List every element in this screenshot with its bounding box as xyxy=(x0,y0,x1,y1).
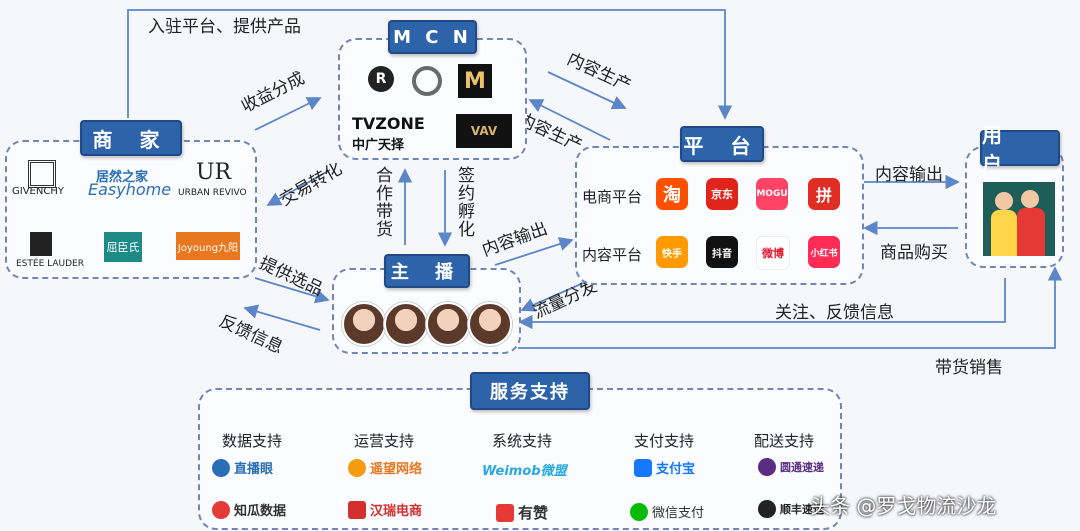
zhigua-icon xyxy=(212,500,230,519)
service-col-pay-title: 支付支持 xyxy=(634,432,695,450)
flow-label-cooperative-sales: 合作带货 xyxy=(372,166,392,238)
service-logo-youzan: 有赞 xyxy=(496,502,548,523)
service-logo-sf: 顺丰速运 xyxy=(758,500,824,518)
service-box xyxy=(198,388,842,530)
flow-label-sign-incubate: 签约孵化 xyxy=(454,166,474,238)
service-logo-hanrui: 汉瑞电商 xyxy=(348,500,422,519)
sf-icon xyxy=(758,500,776,518)
yaowang-icon xyxy=(348,458,366,477)
weibo-icon: 微博 xyxy=(756,236,790,270)
service-col-data-title: 数据支持 xyxy=(222,432,283,450)
kuaishou-icon: 快手 xyxy=(656,236,688,268)
service-logo-zhigua: 知瓜数据 xyxy=(212,500,286,519)
anchor-header: 主 播 xyxy=(384,254,470,288)
mcn-brand-tvzone: TVZONE xyxy=(352,114,425,133)
service-logo-wechatpay: 微信支付 xyxy=(630,502,704,521)
anchor-avatar-4 xyxy=(468,302,512,346)
merchant-brand-joyoung: Joyoung九阳 xyxy=(176,232,240,260)
estee-logo xyxy=(30,232,52,256)
mogu-icon: MOGU xyxy=(756,178,788,210)
zhiboyan-icon xyxy=(212,458,230,477)
flow-label-sales: 带货销售 xyxy=(935,358,1003,378)
xiaohongshu-icon: 小红书 xyxy=(808,236,840,268)
flow-label-follow-feedback: 关注、反馈信息 xyxy=(775,303,894,323)
yto-icon xyxy=(758,458,776,476)
taobao-icon: 淘 xyxy=(656,178,688,210)
mcn-logo-ring xyxy=(412,66,442,96)
service-logo-weimob: Weimob微盟 xyxy=(482,464,567,479)
merchant-brand-juran: 居然之家 xyxy=(96,170,149,185)
watermark: 头条 @罗戈物流沙龙 xyxy=(810,494,997,518)
jd-icon: 京东 xyxy=(706,178,738,210)
service-logo-alipay: 支付宝 xyxy=(634,458,695,477)
merchant-header: 商 家 xyxy=(80,120,182,156)
ur-logo: UR xyxy=(196,160,232,185)
anchor-avatar-1 xyxy=(342,302,386,346)
service-logo-yaowang: 遥望网络 xyxy=(348,458,422,477)
anchor-avatar-3 xyxy=(426,302,470,346)
service-col-system-title: 系统支持 xyxy=(492,432,553,450)
service-col-delivery-title: 配送支持 xyxy=(754,432,815,450)
mcn-logo-m: M xyxy=(458,64,492,98)
service-col-ops-title: 运营支持 xyxy=(354,432,415,450)
merchant-brand-watsons: 屈臣氏 xyxy=(104,232,142,262)
anchor-avatar-2 xyxy=(384,302,428,346)
service-header: 服务支持 xyxy=(470,372,590,410)
merchant-brand-ur: URBAN REVIVO xyxy=(178,188,247,198)
flow-label-content-output-2: 内容输出 xyxy=(875,165,943,185)
wechatpay-icon xyxy=(630,502,648,521)
service-logo-yto: 圆通速递 xyxy=(758,458,824,476)
merchant-brand-givenchy: GIVENCHY xyxy=(12,186,64,197)
mcn-logo-r: R xyxy=(368,66,394,92)
pinduoduo-icon: 拼 xyxy=(808,178,840,210)
platform-content-label: 内容平台 xyxy=(582,246,643,264)
douyin-icon: 抖音 xyxy=(706,236,738,268)
hanrui-icon xyxy=(348,500,366,519)
user-header: 用 户 xyxy=(980,123,1060,176)
platform-ecommerce-label: 电商平台 xyxy=(582,188,643,206)
mcn-header: M C N xyxy=(388,20,477,54)
service-logo-zhiboyan: 直播眼 xyxy=(212,458,273,477)
youzan-icon xyxy=(496,503,514,522)
flow-label-top: 入驻平台、提供产品 xyxy=(148,17,301,37)
merchant-brand-easyhome: Easyhome xyxy=(88,180,172,199)
alipay-icon xyxy=(634,458,652,477)
user-illustration xyxy=(983,182,1055,256)
merchant-brand-estee: ESTÉE LAUDER xyxy=(16,259,84,269)
platform-header: 平 台 xyxy=(680,126,764,162)
flow-label-product-purchase: 商品购买 xyxy=(880,243,948,263)
mcn-logo-dark: VAV xyxy=(456,114,512,148)
mcn-brand-zgtz: 中广天择 xyxy=(352,138,405,153)
givenchy-logo xyxy=(28,160,56,188)
